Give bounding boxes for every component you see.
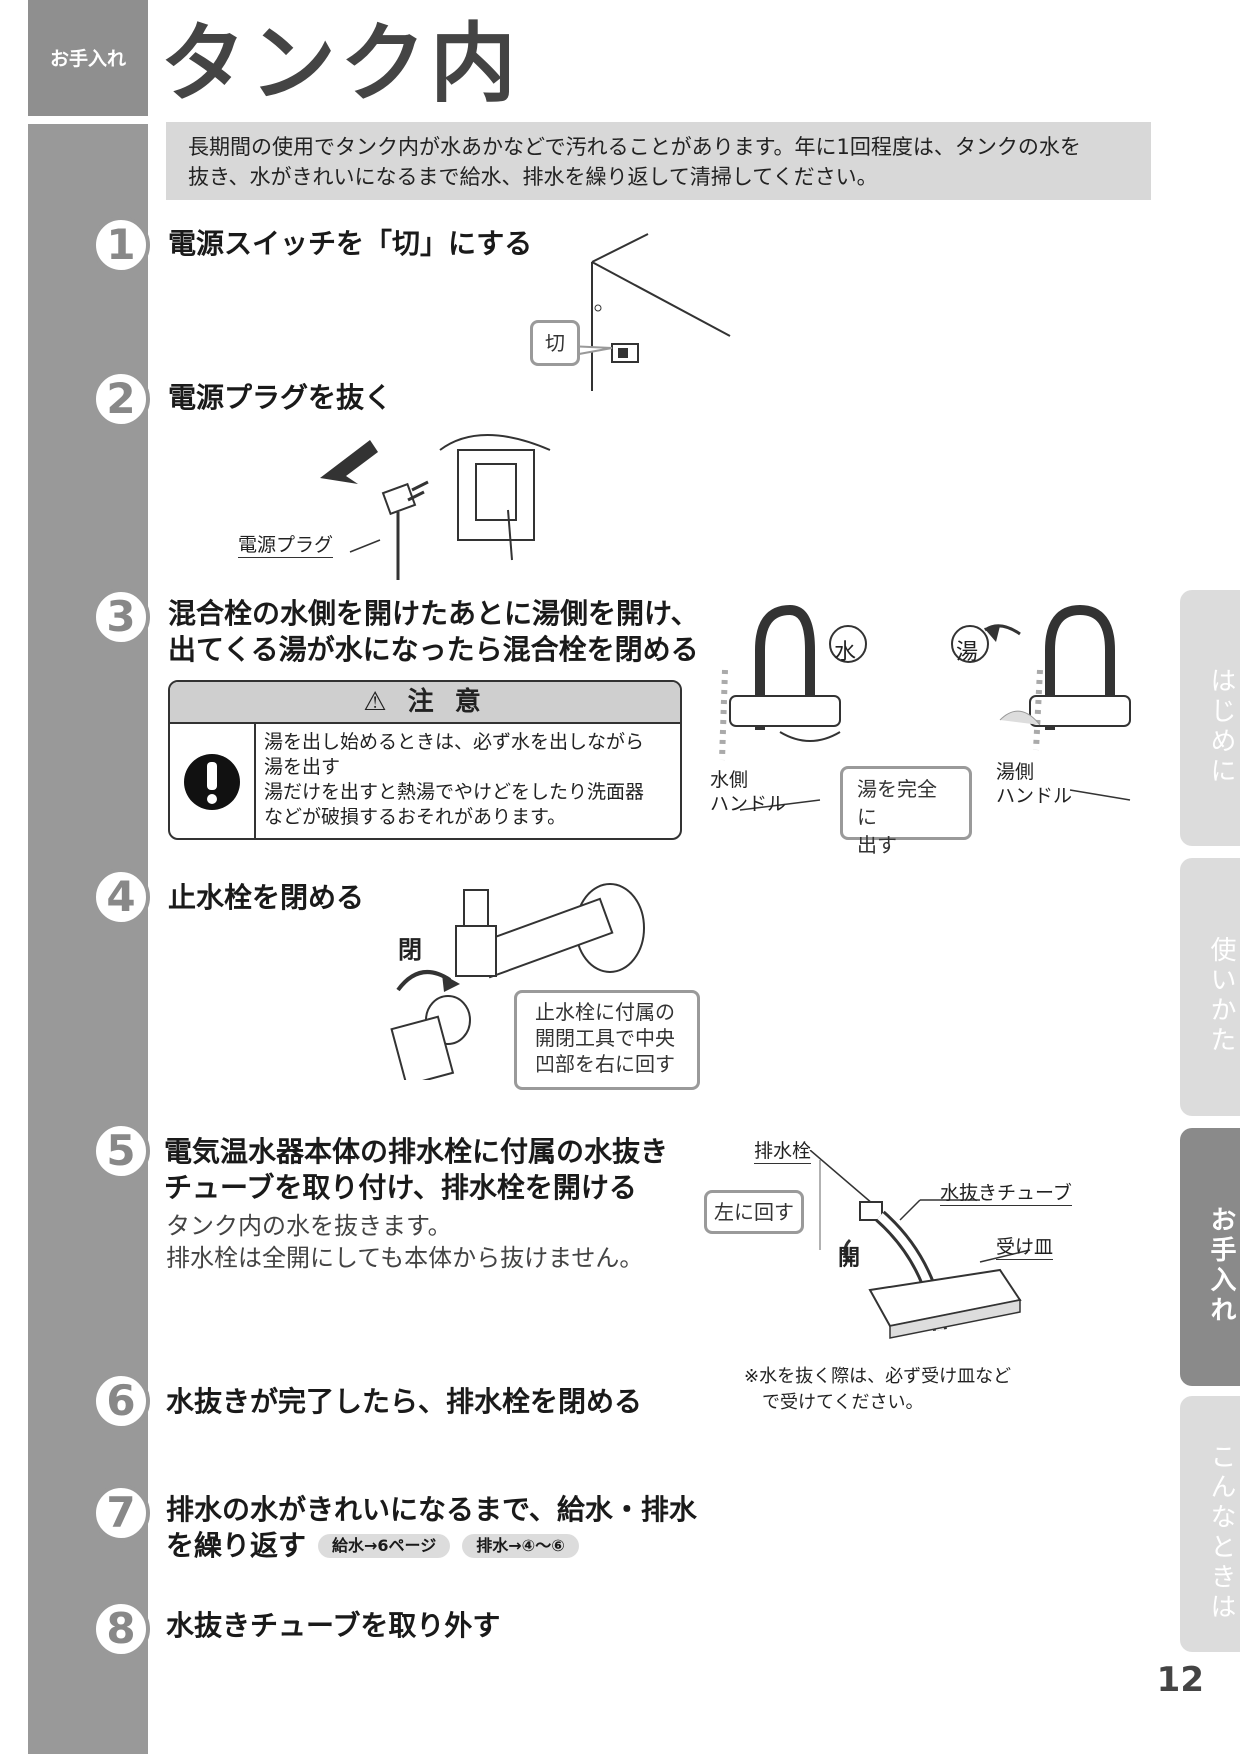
step-5-line: チューブを取り付け、排水栓を開ける <box>164 1171 637 1204</box>
valve-tool-callout: 止水栓に付属の 開閉工具で中央 凹部を右に回す <box>514 990 700 1090</box>
tab-troubleshooting[interactable]: こんなときは <box>1180 1396 1240 1652</box>
step-6-text: 水抜きが完了したら、排水栓を閉める <box>166 1385 643 1418</box>
step-number: 7 <box>92 1484 150 1542</box>
caution-box: ⚠ 注 意 湯を出し始めるときは、必ず水を出しながら 湯を出す 湯だけを出すと熱… <box>168 680 682 840</box>
hot-water-symbol: 湯 <box>956 640 979 665</box>
step-5-text: 電気温水器本体の排水栓に付属の水抜き チューブを取り付け、排水栓を開ける <box>164 1134 668 1206</box>
step-8-text: 水抜きチューブを取り外す <box>166 1609 501 1642</box>
water-handle-label: 水側 ハンドル <box>710 768 786 816</box>
tray-label: 受け皿 <box>996 1232 1054 1260</box>
ref-pill-water-supply: 給水→6ページ <box>318 1534 451 1558</box>
section-tag: お手入れ <box>49 48 126 70</box>
water-handle-line: 水側 <box>710 769 749 791</box>
drain-tube-label: 水抜きチューブ <box>940 1178 1072 1206</box>
tray-note-line: ※水を抜く際は、必ず受け皿など <box>744 1366 1012 1387</box>
step-3-line: 混合栓の水側を開けたあとに湯側を開け、 <box>168 597 699 630</box>
plug-label: 電源プラグ <box>238 530 334 558</box>
drain-plug-label: 排水栓 <box>754 1136 812 1164</box>
page-number: 12 <box>1156 1660 1204 1700</box>
page-title: タンク内 <box>160 14 520 114</box>
step-5-note: タンク内の水を抜きます。 排水栓は全開にしても本体から抜けません。 <box>166 1210 643 1274</box>
callout-line: 凹部を右に回す <box>535 1052 675 1076</box>
step-4-text: 止水栓を閉める <box>168 881 365 914</box>
step-number: 1 <box>92 216 150 274</box>
hot-handle-line: ハンドル <box>996 785 1073 807</box>
hot-handle-line: 湯側 <box>996 761 1035 783</box>
tray-note: ※水を抜く際は、必ず受け皿など で受けてください。 <box>744 1364 1011 1416</box>
callout-line: 出す <box>857 833 897 857</box>
intro-box: 長期間の使用でタンク内が水あかなどで汚れることがあります。年に1回程度は、タンク… <box>166 122 1151 200</box>
drain-tube-illustration <box>809 1150 1031 1339</box>
water-symbol: 水 <box>834 640 857 665</box>
tab-introduction[interactable]: はじめに <box>1180 590 1240 846</box>
step-number: 5 <box>92 1122 150 1180</box>
step-5-note-line: タンク内の水を抜きます。 <box>166 1212 452 1240</box>
warning-icon: ⚠ <box>363 687 393 717</box>
caution-heading-text: 注 意 <box>407 687 487 717</box>
step-number: 6 <box>92 1372 150 1430</box>
section-band <box>28 0 148 116</box>
caution-line: 湯だけを出すと熱湯でやけどをしたり洗面器 <box>264 781 645 803</box>
callout-line: 開閉工具で中央 <box>535 1026 675 1050</box>
caution-text: 湯を出し始めるときは、必ず水を出しながら 湯を出す 湯だけを出すと熱湯でやけどを… <box>264 730 674 830</box>
callout-line: 湯を完全に <box>857 777 937 829</box>
intro-line: 抜き、水がきれいになるまで給水、排水を繰り返して清掃してください。 <box>188 165 878 189</box>
step-7-line: 排水の水がきれいになるまで、給水・排水 <box>166 1493 697 1526</box>
close-label: 閉 <box>398 936 422 964</box>
tab-usage[interactable]: 使いかた <box>1180 858 1240 1116</box>
callout-line: 止水栓に付属の <box>535 1000 675 1024</box>
power-plug-illustration <box>320 434 551 580</box>
water-handle-line: ハンドル <box>710 793 787 815</box>
step-number: 4 <box>92 868 150 926</box>
step-5-note-line: 排水栓は全開にしても本体から抜けません。 <box>166 1244 644 1272</box>
step-1-text: 電源スイッチを「切」にする <box>168 227 533 260</box>
stop-valve-illustration <box>390 883 645 1080</box>
step-7-line: を繰り返す <box>166 1529 307 1562</box>
step-number: 2 <box>92 370 150 428</box>
caution-line: 湯を出し始めるときは、必ず水を出しながら <box>264 731 645 753</box>
hot-handle-label: 湯側 ハンドル <box>996 760 1072 808</box>
open-label: 開 <box>838 1246 861 1271</box>
caution-line: などが破損するおそれがあります。 <box>264 806 567 828</box>
step-7-text: 排水の水がきれいになるまで、給水・排水 を繰り返す 給水→6ページ 排水→④～⑥ <box>166 1492 697 1564</box>
caution-line: 湯を出す <box>264 756 341 778</box>
switch-off-callout: 切 <box>530 320 580 366</box>
heater-switch-illustration <box>567 233 731 391</box>
exclamation-icon <box>184 754 240 810</box>
ref-pill-drain: 排水→④～⑥ <box>462 1534 579 1558</box>
tab-maintenance[interactable]: お手入れ <box>1180 1128 1240 1386</box>
step-3-text: 混合栓の水側を開けたあとに湯側を開け、 出てくる湯が水になったら混合栓を閉める <box>168 596 699 668</box>
step-number: 3 <box>92 588 150 646</box>
mixing-faucet-illustration <box>719 604 1131 811</box>
tray-note-line: で受けてください。 <box>762 1392 924 1413</box>
hot-water-callout: 湯を完全に 出す <box>840 766 972 857</box>
step-3-line: 出てくる湯が水になったら混合栓を閉める <box>168 633 699 666</box>
intro-line: 長期間の使用でタンク内が水あかなどで汚れることがあります。年に1回程度は、タンク… <box>188 135 1081 159</box>
step-number: 8 <box>92 1600 150 1658</box>
turn-left-callout: 左に回す <box>704 1190 804 1234</box>
step-5-line: 電気温水器本体の排水栓に付属の水抜き <box>164 1135 669 1168</box>
caution-heading: ⚠ 注 意 <box>170 682 680 724</box>
step-2-text: 電源プラグを抜く <box>168 381 393 414</box>
